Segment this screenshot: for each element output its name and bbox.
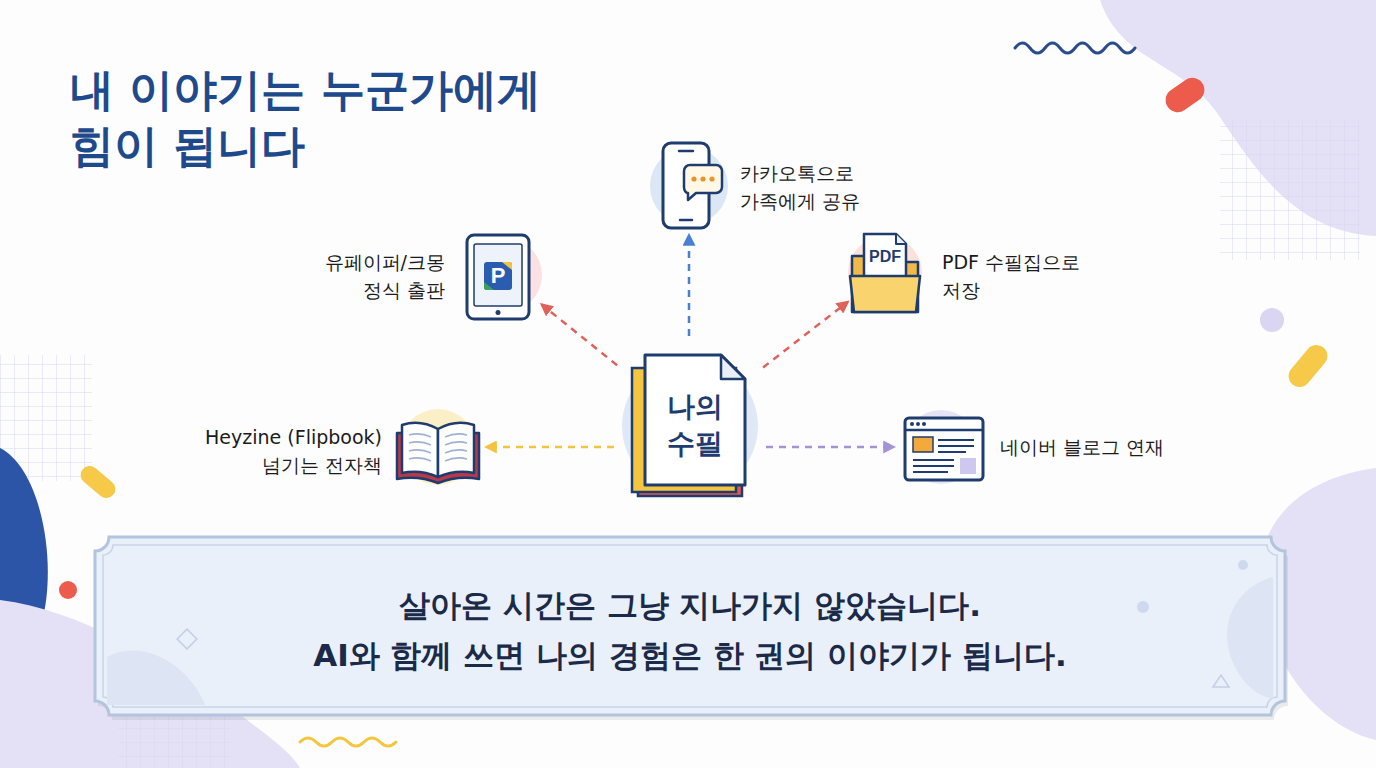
channel-label: Heyzine (Flipbook) 넘기는 전자책	[170, 423, 382, 479]
browser-bar	[905, 429, 983, 432]
document-title: 나의 수필	[663, 388, 727, 462]
banner-inner-line	[103, 545, 1277, 707]
file-fold	[896, 234, 906, 244]
dot-shape	[59, 581, 77, 599]
grid-patch	[1220, 120, 1360, 260]
wavy-line	[300, 738, 396, 746]
image-block	[913, 437, 933, 452]
folder-icon	[848, 236, 922, 310]
dashed-arrow	[766, 446, 894, 449]
window-dot	[910, 422, 914, 426]
phone-home-bar	[680, 219, 692, 222]
chat-bubble	[684, 165, 722, 200]
tablet-body	[467, 235, 529, 319]
banner-dot	[1238, 560, 1248, 570]
logo-square	[484, 262, 512, 290]
phone-icon	[650, 147, 728, 225]
banner-diamond	[177, 629, 197, 649]
page-lines	[445, 434, 467, 461]
dot-shape	[1260, 308, 1284, 332]
dashed-arrow	[763, 302, 848, 368]
wavy-line	[1015, 43, 1135, 53]
book-page	[402, 423, 438, 477]
flipbook-channel: Heyzine (Flipbook) 넘기는 전자책	[400, 409, 476, 485]
logo-letter: P	[484, 262, 512, 290]
dashed-arrow	[542, 304, 617, 365]
publish-channel: 유페이퍼/크몽 정식 출판P	[468, 238, 542, 312]
browser-icon	[904, 410, 978, 484]
banner-outline	[95, 537, 1285, 715]
channel-label: 네이버 블로그 연재	[1000, 433, 1164, 461]
pill-shape	[77, 462, 119, 502]
document-icon	[628, 350, 752, 498]
slide-title: 내 이야기는 누군가에게 힘이 됩니다	[70, 62, 570, 174]
banner-dot	[1137, 601, 1149, 613]
banner-blob	[107, 651, 205, 705]
channel-label: 유페이퍼/크몽 정식 출판	[293, 248, 445, 304]
side-block	[960, 458, 976, 474]
banner-frame	[95, 537, 1285, 715]
book-icon	[400, 409, 476, 485]
book-page	[438, 423, 474, 477]
share-channel: 카카오톡으로 가족에게 공유	[650, 147, 728, 225]
text-line: 살아온 시간은 그냥 지나가지 않았습니다.	[95, 580, 1285, 630]
channel-label: 카카오톡으로 가족에게 공유	[740, 159, 880, 215]
folder-front	[850, 276, 920, 312]
page-lines	[409, 434, 431, 461]
tablet-button	[496, 310, 501, 315]
file-type-mark: PDF	[864, 246, 906, 268]
front-sheet	[645, 355, 745, 485]
dashed-arrow	[688, 235, 691, 336]
essay-document: 나의 수필	[628, 350, 752, 498]
message-banner: 살아온 시간은 그냥 지나가지 않았습니다. AI와 함께 쓰면 나의 경험은 …	[95, 537, 1285, 715]
channel-label: PDF 수필집으로 저장	[942, 248, 1100, 304]
blog-channel: 네이버 블로그 연재	[904, 410, 978, 484]
chat-dot	[700, 176, 705, 181]
chat-dot	[709, 176, 714, 181]
tablet-screen	[474, 244, 522, 306]
banner-message: 살아온 시간은 그냥 지나가지 않았습니다. AI와 함께 쓰면 나의 경험은 …	[95, 580, 1285, 680]
icon-halo	[468, 238, 542, 312]
pill-shape	[1161, 73, 1209, 117]
browser-window	[905, 418, 983, 480]
dashed-arrow	[486, 446, 614, 449]
banner-blob	[1227, 577, 1273, 699]
window-dot	[922, 422, 926, 426]
chat-dot	[691, 176, 696, 181]
phone-speaker	[679, 150, 693, 153]
pill-shape	[1284, 341, 1332, 392]
sheet-fold	[721, 355, 745, 379]
text-line: AI와 함께 쓰면 나의 경험은 한 권의 이야기가 됩니다.	[95, 630, 1285, 680]
window-dot	[916, 422, 920, 426]
banner-triangle	[1213, 675, 1229, 687]
pdf-channel: PDF 수필집으로 저장PDF	[848, 236, 922, 310]
